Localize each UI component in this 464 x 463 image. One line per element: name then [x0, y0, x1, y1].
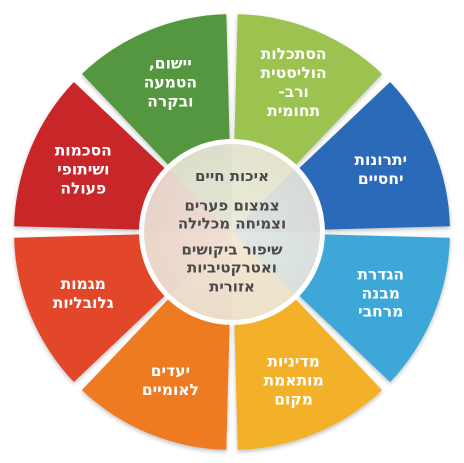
- inner-tint-holistic: [232, 144, 295, 232]
- segment-agreements: [14, 81, 166, 230]
- segment-label-line: ובקרה: [147, 92, 194, 111]
- segment-label-line: יתרונות: [354, 151, 408, 170]
- segment-label-line: מקום: [274, 390, 313, 409]
- segment-global-trends: [14, 234, 166, 383]
- inner-circle-fill: [144, 144, 320, 320]
- inner-circle: [139, 139, 325, 325]
- core-label-quality-of-life: איכות חיים: [195, 167, 269, 185]
- segment-label-line: ושיתופי: [57, 160, 110, 179]
- segment-label-line: תחומית: [267, 102, 321, 121]
- segment-label-line: יעדים: [150, 361, 191, 380]
- core-label-line: איכות חיים: [194, 166, 270, 185]
- segment-label-line: הסתכלות: [260, 45, 327, 64]
- segment-label-line: ורב-: [278, 83, 309, 102]
- inner-tint-relative-advantages: [232, 169, 320, 232]
- segment-label-line: מבנה: [361, 284, 400, 303]
- inner-tint-adapted-policies: [232, 232, 295, 320]
- segment-label-line: מדיניות: [267, 352, 320, 371]
- segment-spatial-structure: [298, 234, 450, 383]
- segment-label-line: יישום,: [148, 54, 192, 73]
- segment-national-goals: [81, 298, 230, 450]
- outer-ring: [14, 14, 450, 450]
- segment-label-line: מותאמת: [263, 371, 324, 390]
- segment-label-line: הוליסטית: [260, 64, 327, 83]
- segment-label-line: מגמות: [60, 274, 106, 293]
- inner-tint-spatial-structure: [232, 232, 321, 295]
- inner-tint-implementation: [169, 144, 232, 232]
- core-label-line: וצמיחה מכלילה: [177, 215, 287, 233]
- segment-label-line: הטמעה: [143, 73, 198, 92]
- segment-label-line: מרחבי: [358, 303, 404, 322]
- inner-tint-agreements: [144, 169, 232, 232]
- segment-adapted-policies: [234, 298, 383, 450]
- segment-label-line: גלובליות: [52, 293, 114, 312]
- segment-implementation: [81, 14, 230, 166]
- segment-label-line: הגדרת: [357, 265, 405, 284]
- inner-tint-global-trends: [144, 232, 232, 295]
- segment-label-line: לאומיים: [141, 380, 199, 399]
- segment-relative-advantages: [298, 81, 450, 230]
- core-label-line: אזורית: [209, 277, 255, 296]
- segment-label-line: יחסיים: [357, 170, 404, 189]
- segment-label-line: הסכמות: [54, 142, 112, 161]
- core-label-line: ואטרקטיביות: [187, 258, 277, 277]
- core-label-line: צמצום פערים: [184, 196, 280, 215]
- segment-label-line: פעולה: [60, 179, 107, 198]
- segment-holistic: [234, 14, 383, 166]
- inner-tint-national-goals: [169, 232, 232, 320]
- core-label-line: שיפור ביקושים: [181, 240, 283, 259]
